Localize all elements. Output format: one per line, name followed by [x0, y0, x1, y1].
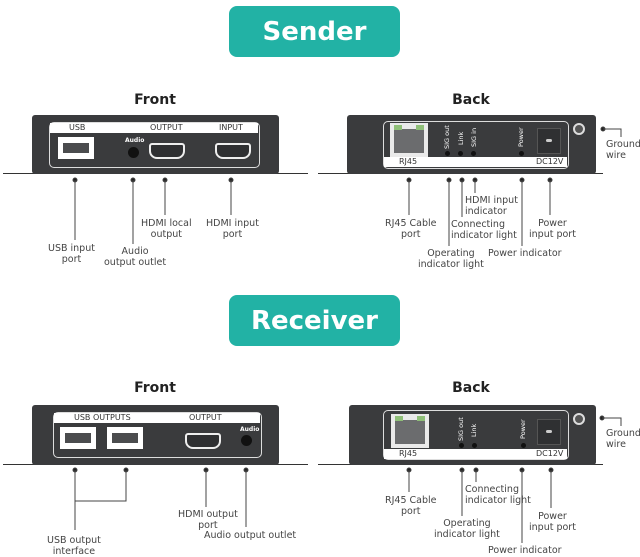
receiver-front-title: Front [134, 380, 176, 396]
usb-port-1 [60, 427, 96, 449]
leader-ground [600, 126, 622, 137]
usb-outputs-label: USB OUTPUTS [74, 413, 131, 422]
sender-front-panel [49, 122, 260, 168]
usb-label: USB [69, 123, 86, 132]
leader-audio [243, 467, 249, 527]
callout-ground-wire: Ground wire [606, 139, 640, 161]
ground-screw [573, 123, 585, 135]
audio-label: Audio [240, 426, 260, 433]
callout-rj45-port: RJ45 Cable port [385, 495, 437, 517]
receiver-back-device: RJ45 DC12V SIG out Link Power [349, 405, 596, 465]
link-led [472, 443, 477, 448]
callout-usb-input: USB input port [48, 243, 95, 265]
callout-rj45-port: RJ45 Cable port [385, 218, 437, 240]
sig-out-led [459, 443, 464, 448]
receiver-front-device: USB OUTPUTS OUTPUT Audio [32, 405, 279, 465]
power-led [521, 443, 526, 448]
link-led [458, 151, 463, 156]
audio-label: Audio [125, 137, 145, 144]
hdmi-input-port [215, 143, 251, 159]
callout-operating-light: Operating indicator light [418, 248, 484, 270]
callout-connecting-light: Connecting indicator light [465, 484, 531, 506]
leader-usb [72, 177, 78, 240]
leader-rj45 [406, 177, 412, 215]
callout-usb-output: USB output interface [47, 535, 101, 557]
callout-power-indicator: Power indicator [488, 545, 562, 556]
callout-audio-output: Audio output outlet [204, 530, 297, 541]
dc12v-label: DC12V [536, 157, 564, 166]
hdmi-output-port [149, 143, 185, 159]
sender-banner-label: Sender [262, 16, 367, 47]
sender-back-device: RJ45 DC12V SIG out Link SIG in Power [347, 115, 596, 174]
callout-hdmi-output-port: HDMI output port [178, 509, 238, 531]
receiver-front-panel [53, 412, 262, 458]
leader-usb-out [72, 467, 129, 530]
leader-connecting [473, 467, 479, 482]
power-led [519, 151, 524, 156]
ground-screw [573, 413, 585, 425]
sender-banner: Sender [229, 6, 400, 57]
leader-ground [599, 415, 622, 426]
receiver-back-panel [383, 410, 569, 460]
callout-audio-output: Audio output outlet [104, 246, 167, 268]
leader-power-in [548, 467, 554, 508]
callout-hdmi-input-indicator: HDMI input indicator [465, 195, 518, 217]
leader-hdmi-out [162, 177, 168, 215]
leader-power-ind [519, 177, 525, 246]
usb-port-2 [107, 427, 143, 449]
sig-out-led [445, 151, 450, 156]
input-label: INPUT [219, 123, 243, 132]
leader-power-in [547, 177, 553, 215]
sender-back-title: Back [452, 92, 490, 108]
leader-hdmi-out [203, 467, 209, 507]
leader-audio [130, 177, 136, 244]
receiver-back-title: Back [452, 380, 490, 396]
receiver-banner-label: Receiver [250, 305, 379, 336]
callout-ground-wire: Ground wire [606, 428, 640, 450]
callout-hdmi-input-port: HDMI input port [206, 218, 259, 240]
callout-power-indicator: Power indicator [488, 248, 562, 259]
rj45-port [391, 414, 429, 448]
sender-front-title: Front [134, 92, 176, 108]
sender-front-device: USB OUTPUT INPUT Audio [32, 115, 279, 174]
leader-hdmi-indicator [472, 177, 478, 193]
callout-hdmi-local-output: HDMI local output [141, 218, 192, 240]
hdmi-output-port [185, 433, 221, 449]
leader-hdmi-in [228, 177, 234, 215]
callout-power-input: Power input port [529, 511, 576, 533]
callout-connecting-light: Connecting indicator light [451, 219, 517, 241]
callout-operating-light: Operating indicator light [434, 518, 500, 540]
rj45-port [390, 123, 428, 157]
leader-power-ind [519, 467, 525, 543]
dc-power-jack [537, 128, 561, 154]
leader-operating [446, 177, 452, 246]
output-label: OUTPUT [189, 413, 222, 422]
rj45-label: RJ45 [399, 157, 418, 166]
sig-in-led [471, 151, 476, 156]
leader-operating [459, 467, 465, 516]
callout-power-input: Power input port [529, 218, 576, 240]
audio-jack [128, 147, 139, 158]
sender-back-panel [383, 121, 569, 169]
dc-power-jack [537, 419, 561, 445]
usb-port [58, 137, 94, 159]
rj45-label: RJ45 [399, 449, 418, 458]
leader-rj45 [406, 467, 412, 492]
dc12v-label: DC12V [536, 449, 564, 458]
leader-connecting [459, 177, 465, 217]
audio-jack [241, 435, 252, 446]
receiver-banner: Receiver [229, 295, 400, 346]
output-label: OUTPUT [150, 123, 183, 132]
